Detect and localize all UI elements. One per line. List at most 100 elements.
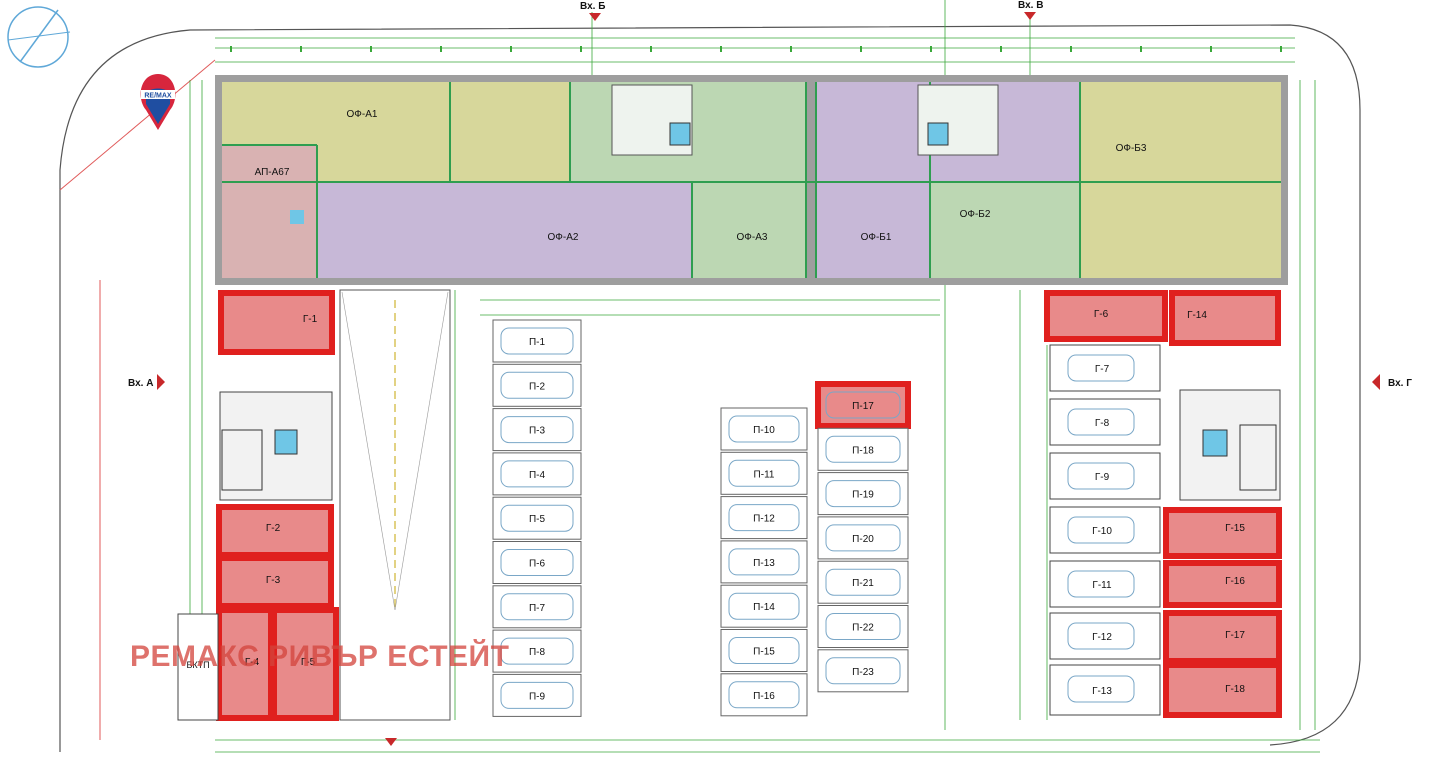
parking-space-5: П-5 — [492, 496, 582, 540]
parking-label: П-7 — [529, 603, 546, 614]
parking-column-1: П-1П-2П-3П-4П-5П-6П-7П-8П-9 — [492, 319, 582, 717]
remax-logo-text: RE/MAX — [144, 93, 172, 100]
garage-g2 — [216, 504, 334, 558]
office-label-a2: ОФ-А2 — [548, 232, 579, 243]
boundary-red-line — [59, 59, 216, 191]
car-icon — [500, 371, 574, 399]
garage-label-g12: Г-12 — [1092, 632, 1112, 643]
office-area-b1 — [816, 82, 930, 278]
elevator-icon — [274, 429, 298, 455]
parking-space-4: П-4 — [492, 452, 582, 496]
parking-column-3: П-17П-18П-19П-20П-21П-22П-23 — [815, 381, 911, 693]
entrance-arrow-ramp — [385, 738, 397, 746]
car-icon — [825, 568, 901, 596]
office-areas — [222, 82, 1281, 278]
parking-label: П-21 — [852, 578, 874, 589]
dimension-ticks — [230, 46, 1282, 52]
left-core — [219, 391, 333, 501]
garage-label-g5: Г-5 — [301, 657, 316, 668]
bktp-label: БКТП — [186, 660, 209, 670]
parking-space-1: П-1 — [492, 319, 582, 363]
car-icon — [500, 327, 574, 355]
parking-label: П-2 — [529, 381, 546, 392]
watermark: РЕМАКС РИВЪР ЕСТЕЙТ — [130, 640, 510, 673]
garage-g6 — [1044, 290, 1168, 342]
garage-g18 — [1163, 662, 1282, 718]
car-icon — [500, 593, 574, 621]
entrance-arrow-a — [157, 374, 165, 390]
car-icon — [728, 415, 800, 443]
garage-label-g11: Г-11 — [1092, 580, 1112, 591]
garage-label-g3: Г-3 — [266, 575, 281, 586]
garage-g14 — [1169, 290, 1281, 346]
parking-label: П-9 — [529, 691, 546, 702]
car-icon — [500, 460, 574, 488]
parking-label: П-22 — [852, 623, 874, 634]
parking-space-7: П-7 — [492, 585, 582, 629]
ramp — [339, 289, 451, 721]
site-boundary — [59, 24, 1361, 752]
parking-label: П-5 — [529, 514, 546, 525]
car-icon — [500, 549, 574, 576]
office-label-a67: АП-А67 — [255, 167, 290, 178]
office-label-b2: ОФ-Б2 — [960, 209, 991, 220]
right-core — [1179, 389, 1281, 501]
parking-space-7: П-16 — [720, 673, 808, 717]
parking-space-2: П-11 — [720, 451, 808, 495]
car-icon — [500, 504, 574, 532]
entrance-label-v: Вх. В — [1018, 0, 1043, 11]
right-garages — [1049, 344, 1161, 716]
car-icon — [728, 681, 800, 709]
garage-label-g13: Г-13 — [1092, 686, 1112, 697]
garage-label-g8: Г-8 — [1095, 418, 1110, 429]
parking-label: П-23 — [852, 667, 874, 678]
elevator-icon — [1202, 429, 1228, 457]
parking-label: П-6 — [529, 559, 546, 570]
stair-core-a — [611, 84, 693, 156]
garage-label-g4: Г-4 — [245, 657, 260, 668]
garage-g5 — [271, 607, 339, 721]
elevator-icon — [669, 122, 691, 146]
entrance-arrow-g — [1372, 374, 1380, 390]
garage-g16 — [1163, 560, 1282, 608]
parking-space-3: П-19 — [817, 472, 909, 516]
car-icon — [728, 548, 800, 576]
parking-space-7: П-23 — [817, 649, 909, 693]
office-area-a2 — [317, 182, 692, 278]
parking-label: П-19 — [852, 490, 874, 501]
parking-space-6: П-15 — [720, 629, 808, 672]
office-area-b2 — [930, 182, 1090, 278]
garage-label-g15: Г-15 — [1225, 523, 1245, 534]
parking-label: П-17 — [852, 401, 874, 412]
car-icon — [825, 657, 901, 685]
parking-label: П-13 — [753, 558, 775, 569]
office-label-b1: ОФ-Б1 — [861, 232, 892, 243]
car-icon — [825, 613, 901, 640]
elevator-icon — [290, 210, 304, 224]
car-icons-right — [1067, 354, 1135, 703]
parking-label: П-4 — [529, 470, 546, 481]
entrance-arrow-b — [589, 13, 601, 21]
parking-space-6: П-22 — [817, 605, 909, 648]
highlighted-garages — [216, 290, 1282, 721]
parking-space-4: П-13 — [720, 540, 808, 584]
office-label-a1: ОФ-А1 — [347, 109, 378, 120]
parking-label: П-14 — [753, 602, 775, 613]
car-icon — [728, 592, 800, 620]
car-icon — [728, 504, 800, 532]
elevator-icon — [927, 122, 949, 146]
bktp-room — [177, 613, 219, 721]
parking-label: П-20 — [852, 534, 874, 545]
parking-label: П-16 — [753, 691, 775, 702]
garage-label-g9: Г-9 — [1095, 472, 1110, 483]
parking-label: П-3 — [529, 426, 546, 437]
garage-label-g10: Г-10 — [1092, 526, 1112, 537]
car-icon — [825, 480, 901, 508]
parking-space-2: П-18 — [817, 427, 909, 471]
garage-label-g6: Г-6 — [1094, 309, 1109, 320]
office-label-a3: ОФ-А3 — [737, 232, 768, 243]
car-icon — [825, 435, 901, 463]
entrance-label-g: Вх. Г — [1388, 378, 1412, 389]
parking-space-9: П-9 — [492, 673, 582, 717]
